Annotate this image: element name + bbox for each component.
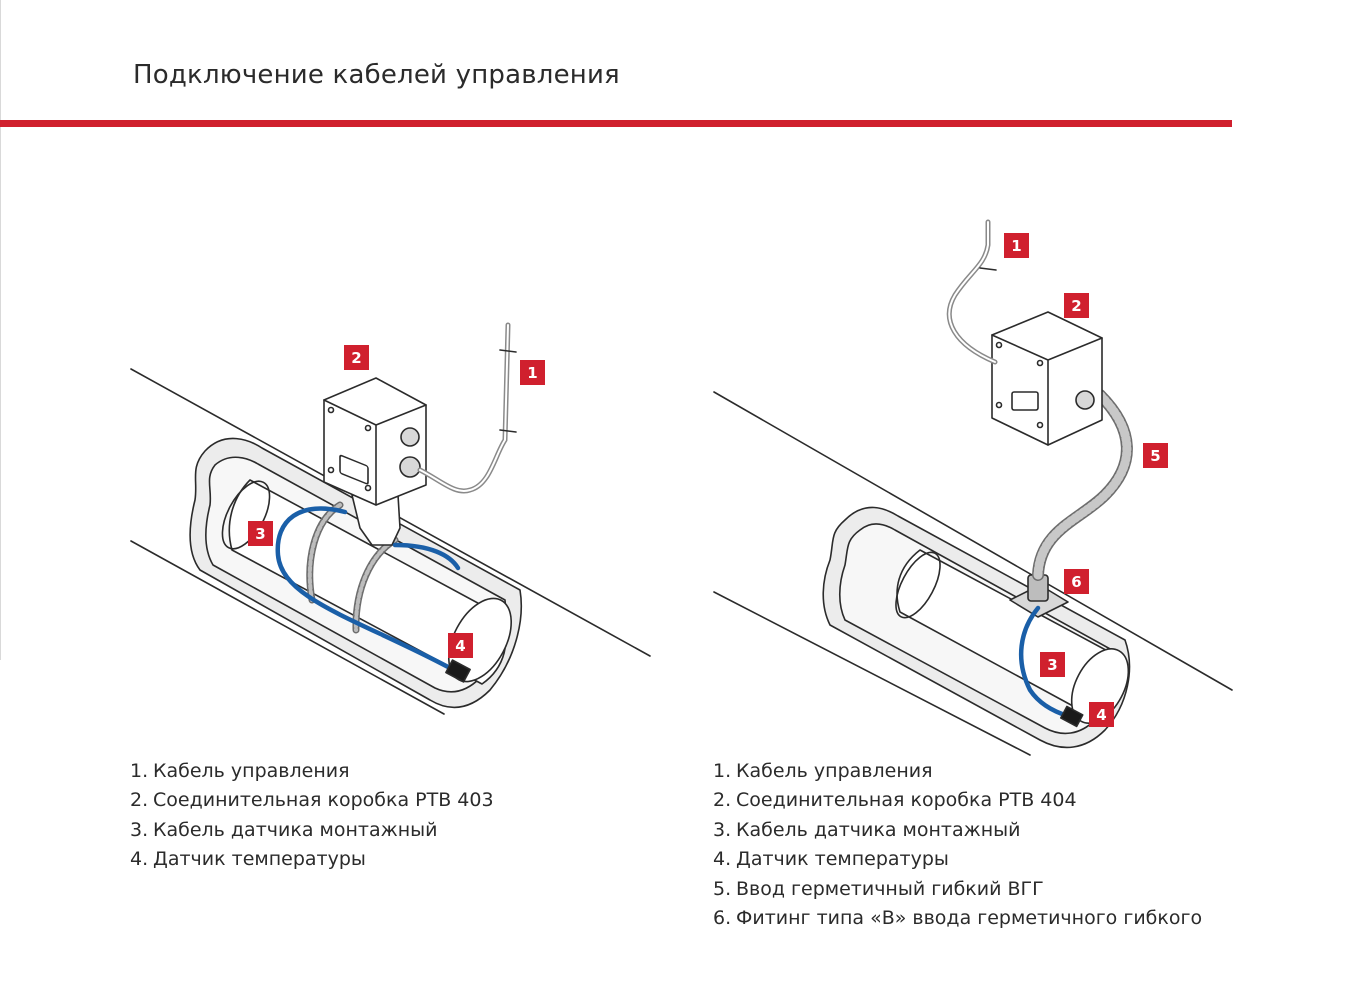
legend-item: 4.Датчик температуры <box>130 848 366 871</box>
svg-text:3: 3 <box>255 525 265 543</box>
left-installation-illustration <box>130 322 651 715</box>
right-pipe-end <box>1070 648 1130 724</box>
legend-item: 1.Кабель управления <box>130 760 350 782</box>
svg-text:4: 4 <box>455 637 465 655</box>
legend-item: 4.Датчик температуры <box>713 848 949 871</box>
right-legend: 1.Кабель управления 2.Соединительная кор… <box>713 757 1202 933</box>
right-pipe-ring <box>895 551 941 619</box>
left-cable-gland-2 <box>399 456 421 478</box>
title-underline <box>0 120 1232 127</box>
left-legend: 1.Кабель управления 2.Соединительная кор… <box>130 757 494 875</box>
svg-text:1: 1 <box>1011 237 1021 255</box>
left-cable-gland-1 <box>400 427 420 447</box>
left-sensor-cable <box>275 506 461 675</box>
right-temperature-sensor <box>1059 705 1084 728</box>
left-callout-3: 3 <box>248 521 273 546</box>
right-callout-1: 1 <box>1004 233 1029 258</box>
left-control-cable <box>417 322 511 494</box>
right-installation-illustration <box>713 219 1233 756</box>
right-ground-line-top <box>713 391 1233 691</box>
right-ground-line-bottom <box>713 591 1031 756</box>
right-callout-4: 4 <box>1089 702 1114 727</box>
legend-item: 5.Ввод герметичный гибкий ВГГ <box>713 877 1044 900</box>
left-callout-1: 1 <box>520 360 545 385</box>
left-junction-box <box>323 377 427 506</box>
legend-item: 2.Соединительная коробка PTB 404 <box>713 789 1077 812</box>
right-callout-2: 2 <box>1064 293 1089 318</box>
legend-item: 3.Кабель датчика монтажный <box>713 818 1021 841</box>
legend-item: 3.Кабель датчика монтажный <box>130 818 438 841</box>
legend-item: 6.Фитинг типа «В» ввода герметичного гиб… <box>713 907 1203 930</box>
callout-badges: 1 2 3 4 1 2 5 6 <box>248 233 1168 727</box>
right-sensor-cable <box>1018 605 1071 719</box>
right-callout-6: 6 <box>1064 569 1089 594</box>
left-callout-2: 2 <box>344 345 369 370</box>
legend-item: 1.Кабель управления <box>713 760 933 782</box>
left-temperature-sensor <box>445 659 471 683</box>
svg-text:4: 4 <box>1096 706 1106 724</box>
left-callout-4: 4 <box>448 633 473 658</box>
left-box-label-plate <box>339 454 369 485</box>
svg-text:6: 6 <box>1071 573 1081 591</box>
right-callout-5: 5 <box>1143 443 1168 468</box>
page-left-border <box>0 0 1 660</box>
left-ground-line-bottom <box>130 540 445 715</box>
svg-text:1: 1 <box>527 364 537 382</box>
right-cable-gland <box>1075 390 1095 410</box>
svg-text:2: 2 <box>1071 297 1081 315</box>
legend-item: 2.Соединительная коробка PTB 403 <box>130 789 494 812</box>
page-title: Подключение кабелей управления <box>133 60 620 90</box>
svg-text:3: 3 <box>1047 656 1057 674</box>
svg-text:2: 2 <box>351 349 361 367</box>
svg-text:5: 5 <box>1150 447 1160 465</box>
right-box-label-plate <box>1011 391 1039 411</box>
right-callout-3: 3 <box>1040 652 1065 677</box>
right-junction-box <box>991 311 1103 446</box>
